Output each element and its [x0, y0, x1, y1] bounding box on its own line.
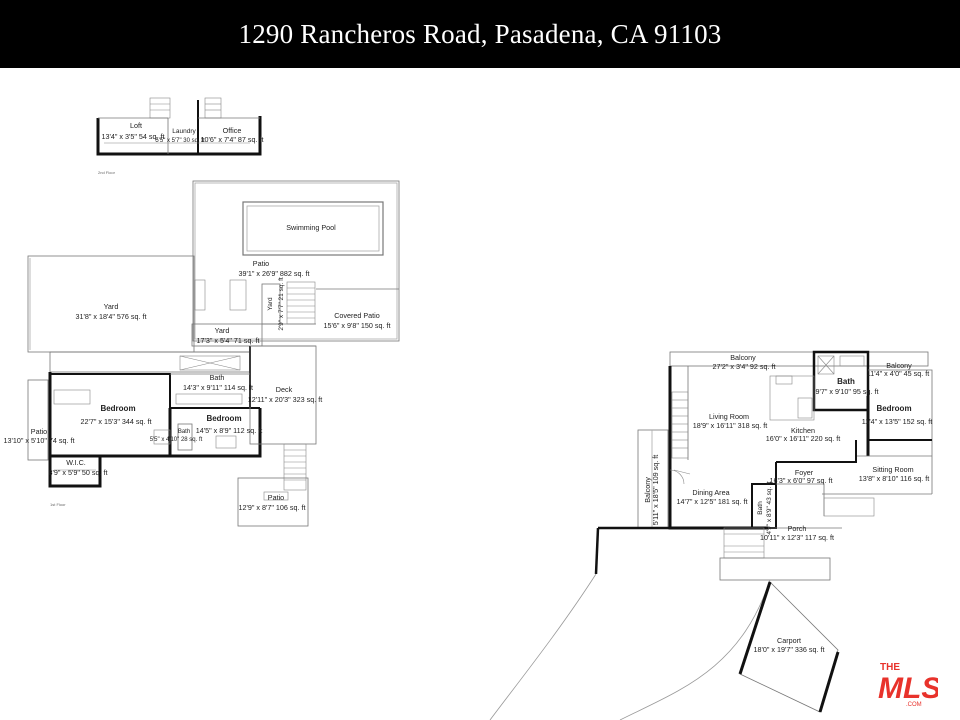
- room-name-patio-main: Patio: [253, 259, 269, 268]
- room-dims-living-room: 18'9" x 16'11" 318 sq. ft: [693, 421, 767, 430]
- room-name-foyer: Foyer: [795, 468, 814, 477]
- room-name-balcony-top: Balcony: [730, 353, 756, 362]
- room-name-office: Office: [223, 126, 242, 135]
- room-dims-carport: 18'0" x 19'7" 336 sq. ft: [754, 645, 825, 654]
- room-name-living-room: Living Room: [709, 412, 749, 421]
- room-dims-sitting-room: 13'8" x 8'10" 116 sq. ft: [859, 474, 929, 483]
- room-name-bath-small: Bath: [178, 429, 190, 435]
- room-name-balcony-left: Balcony: [643, 477, 652, 503]
- room-name-laundry: Laundry: [172, 128, 196, 135]
- room-dims-bath-small: 5'5" x 4'10" 28 sq. ft: [150, 437, 203, 443]
- room-name-yard-narrow: Yard: [267, 297, 274, 311]
- room-name-kitchen: Kitchen: [791, 426, 815, 435]
- room-dims-balcony-right: 11'4" x 4'0" 45 sq. ft: [867, 369, 929, 378]
- room-dims-wic: 8'9" x 5'9" 50 sq. ft: [49, 468, 108, 477]
- the-mls-logo: THE MLS .COM: [876, 658, 941, 708]
- room-name-wic: W.I.C.: [66, 458, 86, 467]
- room-dims-bedroom-right: 11'4" x 13'5" 152 sq. ft: [862, 417, 932, 426]
- second-floor-plan: 2nd Floor: [96, 97, 262, 175]
- room-dims-bath-upper: 14'3" x 9'11" 114 sq. ft: [183, 383, 253, 392]
- floor-label-1st: 1st Floor: [50, 502, 66, 507]
- right-floor-plan: [489, 350, 933, 720]
- room-dims-bedroom-left: 22'7" x 15'3" 344 sq. ft: [81, 417, 152, 426]
- room-name-patio-left: Patio: [31, 427, 47, 436]
- room-name-bath-narrow: Bath: [757, 501, 764, 515]
- room-name-porch: Porch: [788, 524, 807, 533]
- room-dims-yard-small: 17'3" x 5'4" 71 sq. ft: [197, 336, 260, 345]
- room-name-covered-patio: Covered Patio: [334, 311, 380, 320]
- first-floor-plan: 1st Floor: [27, 180, 400, 527]
- floor-label-2nd: 2nd Floor: [98, 170, 116, 175]
- room-name-pool: Swimming Pool: [286, 223, 336, 232]
- room-dims-yard-big: 31'8" x 18'4" 576 sq. ft: [76, 312, 147, 321]
- title-bar: 1290 Rancheros Road, Pasadena, CA 91103: [0, 0, 960, 68]
- room-name-bedroom-right: Bedroom: [876, 404, 911, 413]
- room-dims-porch: 10'11" x 12'3" 117 sq. ft: [760, 533, 834, 542]
- room-dims-yard-narrow: 2'9" x 7'7" 21 sq. ft: [278, 277, 285, 331]
- room-dims-bath-right: 9'7" x 9'10" 95 sq. ft: [816, 387, 879, 396]
- room-dims-loft: 13'4" x 3'5" 54 sq. ft: [102, 132, 165, 141]
- room-name-yard-small: Yard: [215, 326, 230, 335]
- room-dims-bedroom-mid: 14'5" x 8'9" 112 sq. ft: [196, 426, 262, 435]
- room-name-balcony-right: Balcony: [886, 361, 912, 370]
- room-dims-patio-left: 13'10" x 5'10" 74 sq. ft: [4, 436, 75, 445]
- svg-text:.COM: .COM: [906, 702, 922, 708]
- room-name-bath-right: Bath: [837, 377, 855, 386]
- room-dims-foyer: 16'3" x 6'0" 97 sq. ft: [770, 476, 833, 485]
- room-name-bedroom-left: Bedroom: [100, 404, 135, 413]
- listing-address: 1290 Rancheros Road, Pasadena, CA 91103: [238, 18, 722, 49]
- room-dims-patio-main: 39'1" x 26'9" 882 sq. ft: [239, 269, 310, 278]
- room-name-sitting-room: Sitting Room: [872, 465, 913, 474]
- room-name-bedroom-mid: Bedroom: [206, 414, 241, 423]
- room-dims-office: 10'6" x 7'4" 87 sq. ft: [201, 135, 264, 144]
- room-dims-laundry: 5'5" x 5'7" 30 sq. ft: [155, 138, 205, 144]
- room-name-bath-upper: Bath: [210, 373, 225, 382]
- room-dims-bath-narrow: 4'9" x 8'9" 43 sq. ft: [766, 481, 773, 535]
- svg-text:MLS: MLS: [878, 672, 938, 705]
- room-name-deck: Deck: [276, 385, 293, 394]
- room-dims-balcony-left: 5'11" x 18'5" 109 sq. ft: [651, 455, 660, 525]
- room-dims-kitchen: 16'0" x 16'11" 220 sq. ft: [766, 434, 840, 443]
- room-dims-balcony-top: 27'2" x 3'4" 92 sq. ft: [713, 362, 776, 371]
- room-dims-dining-area: 14'7" x 12'5" 181 sq. ft: [677, 497, 748, 506]
- svg-text:THE: THE: [880, 662, 900, 673]
- room-dims-patio-bottom: 12'9" x 8'7" 106 sq. ft: [239, 503, 306, 512]
- room-name-yard-big: Yard: [104, 302, 119, 311]
- room-name-dining-area: Dining Area: [692, 488, 729, 497]
- room-dims-deck: 12'11" x 20'3" 323 sq. ft: [248, 395, 322, 404]
- room-name-patio-bottom: Patio: [268, 493, 284, 502]
- room-name-loft: Loft: [130, 121, 142, 130]
- room-name-carport: Carport: [777, 636, 801, 645]
- room-dims-covered-patio: 15'6" x 9'8" 150 sq. ft: [324, 321, 391, 330]
